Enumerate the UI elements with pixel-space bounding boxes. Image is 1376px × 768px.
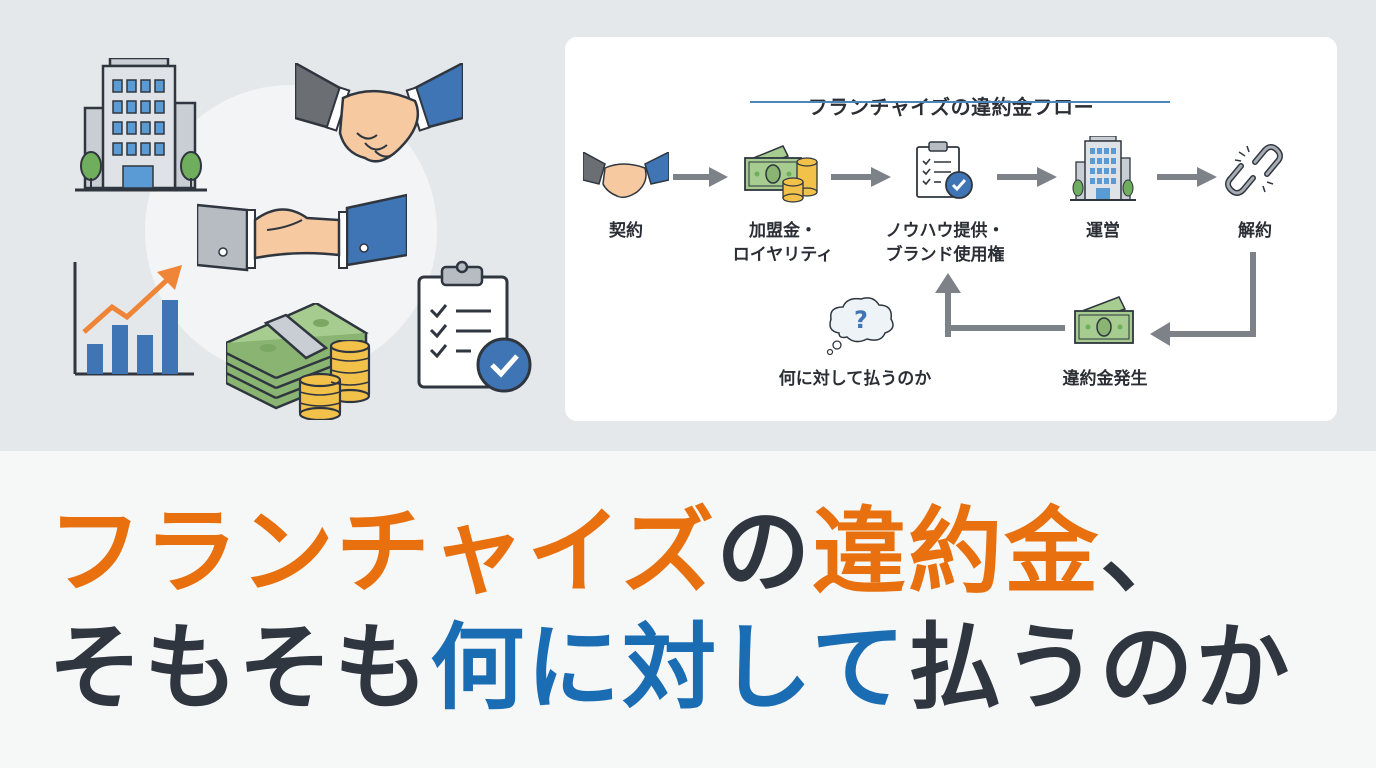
flow-step-label: 解約	[1238, 221, 1272, 241]
arrow-up-return-icon	[935, 273, 1065, 337]
flow-step-operation	[1070, 135, 1136, 208]
headline-pay: 払うのか	[907, 614, 1292, 723]
checklist-clipboard-icon	[916, 141, 973, 199]
flow-step-fee	[743, 144, 823, 208]
flow-card-title: フランチャイズの違約金フロー	[807, 95, 1095, 119]
office-building-icon	[75, 58, 207, 196]
flow-step-label-line2: ブランド使用権	[885, 245, 1005, 265]
headline-band	[0, 451, 1376, 768]
broken-chain-icon	[1225, 144, 1283, 196]
flow-step-question: ?	[825, 295, 897, 361]
headline-line-2: そもそも何に対して払うのか	[48, 622, 1291, 716]
headline-comma: 、	[1100, 498, 1197, 607]
flow-step-termination	[1225, 142, 1285, 206]
money-coins-icon	[744, 145, 818, 203]
coins-icon	[298, 340, 373, 420]
flow-step-label: 契約	[609, 221, 643, 241]
arrow-right-icon	[831, 167, 891, 187]
banknote-icon	[1074, 296, 1134, 344]
flow-return-label: 違約金発生	[1062, 369, 1148, 389]
flow-step-label-line1: 加盟金・	[749, 221, 817, 241]
headline-line-1: フランチャイズの違約金、	[48, 506, 1196, 600]
handshake-icon	[295, 63, 463, 169]
handshake-icon	[582, 150, 670, 199]
handshake-reaching-icon	[197, 190, 407, 275]
flow-return-label: 何に対して払うのか	[778, 369, 932, 389]
title-underline	[750, 101, 1170, 103]
arrow-right-icon	[1157, 167, 1217, 187]
flow-step-contract	[582, 150, 670, 204]
headline-what-for: 何に対して	[430, 614, 908, 723]
headline-somosomo: そもそも	[48, 614, 431, 723]
flow-step-label: 加盟金・ ロイヤリティ	[713, 219, 853, 267]
checklist-clipboard-icon	[416, 260, 536, 395]
headline-particle-no: の	[716, 498, 813, 607]
arrow-return-icon	[1150, 252, 1256, 346]
arrow-right-icon	[673, 167, 728, 187]
flow-step-label: ノウハウ提供・ ブランド使用権	[865, 219, 1025, 267]
growth-chart-icon	[72, 262, 197, 377]
question-thought-bubble-icon: ?	[826, 297, 894, 356]
svg-text:?: ?	[854, 306, 868, 334]
headline-penalty: 違約金	[812, 498, 1101, 607]
flow-card: フランチャイズの違約金フロー 契約 加盟金・ ロイヤリティ	[565, 37, 1337, 421]
flow-step-penalty	[1073, 295, 1137, 351]
flow-step-knowhow	[915, 139, 977, 205]
office-building-icon	[1070, 135, 1136, 201]
flow-step-label-line1: ノウハウ提供・	[885, 221, 1005, 241]
flow-step-label-line2: ロイヤリティ	[732, 245, 834, 265]
flow-step-label: 運営	[1086, 221, 1120, 241]
headline-franchise: フランチャイズ	[48, 498, 717, 607]
arrow-right-icon	[997, 167, 1057, 187]
